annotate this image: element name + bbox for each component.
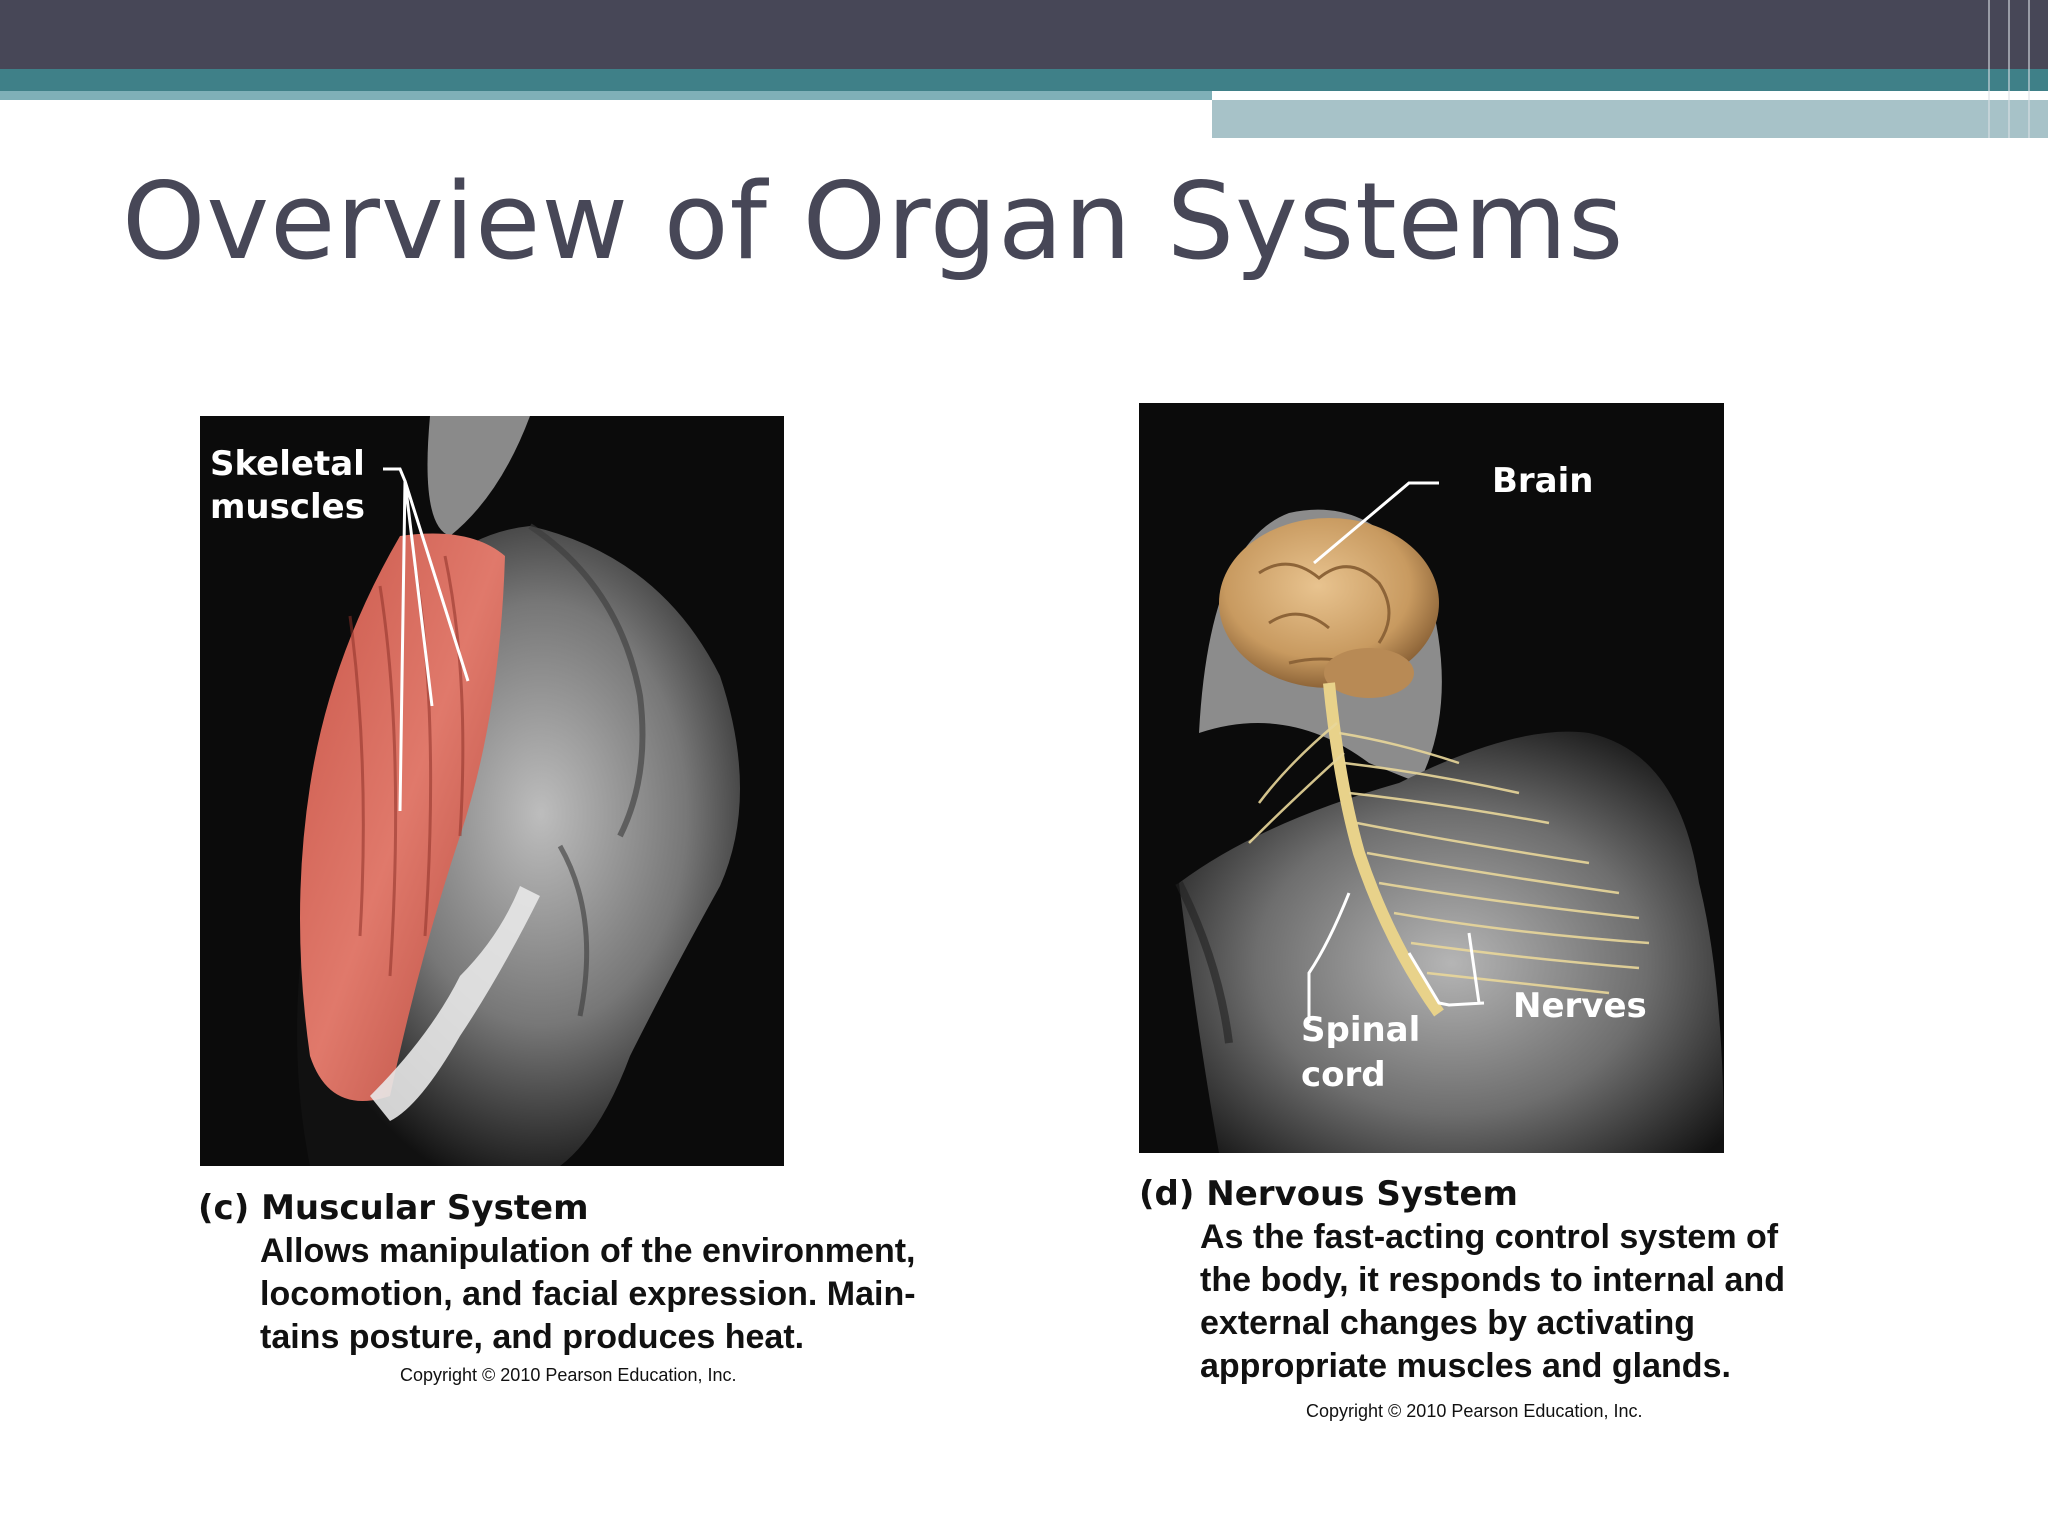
muscular-caption: (c) Muscular System Allows manipulation … (198, 1188, 916, 1359)
slide-title: Overview of Organ Systems (122, 160, 1625, 283)
nervous-caption-title: Nervous System (1206, 1174, 1518, 1214)
header-stripes (1978, 0, 2048, 138)
nervous-illustration (1139, 403, 1724, 1153)
nervous-system-figure: Brain Nerves Spinal cord (1139, 403, 1724, 1153)
nervous-caption-line: external changes by activating (1200, 1304, 1696, 1342)
nervous-caption: (d) Nervous System As the fast-acting co… (1139, 1174, 1785, 1388)
nervous-copyright: Copyright © 2010 Pearson Education, Inc. (1306, 1401, 1643, 1421)
label-cord: cord (1301, 1055, 1386, 1095)
label-spinal: Spinal (1301, 1010, 1421, 1050)
nervous-caption-prefix: (d) (1139, 1174, 1195, 1214)
nervous-caption-line: As the fast-acting control system of (1200, 1218, 1779, 1256)
muscular-caption-title: Muscular System (261, 1188, 589, 1228)
header-bar (0, 0, 2048, 69)
nervous-caption-heading: (d) Nervous System (1139, 1174, 1785, 1214)
muscular-system-figure: Skeletal muscles (200, 416, 784, 1166)
label-muscles: muscles (210, 487, 365, 527)
label-brain: Brain (1492, 461, 1594, 501)
muscular-caption-line: locomotion, and facial expression. Main- (260, 1275, 916, 1313)
nervous-caption-line: the body, it responds to internal and (1200, 1261, 1785, 1299)
muscular-caption-heading: (c) Muscular System (198, 1188, 916, 1228)
muscular-illustration (200, 416, 784, 1166)
header-accent-teal (0, 69, 2048, 91)
muscular-caption-line: Allows manipulation of the environment, (260, 1232, 916, 1270)
label-skeletal: Skeletal (210, 444, 365, 484)
muscular-caption-prefix: (c) (198, 1188, 250, 1228)
header-accent-light (0, 91, 1212, 100)
nervous-caption-line: appropriate muscles and glands. (1200, 1347, 1731, 1385)
muscular-copyright: Copyright © 2010 Pearson Education, Inc. (400, 1365, 737, 1385)
header-accent-tab (1212, 100, 2048, 138)
label-nerves: Nerves (1513, 986, 1647, 1026)
muscular-caption-line: tains posture, and produces heat. (260, 1318, 805, 1356)
